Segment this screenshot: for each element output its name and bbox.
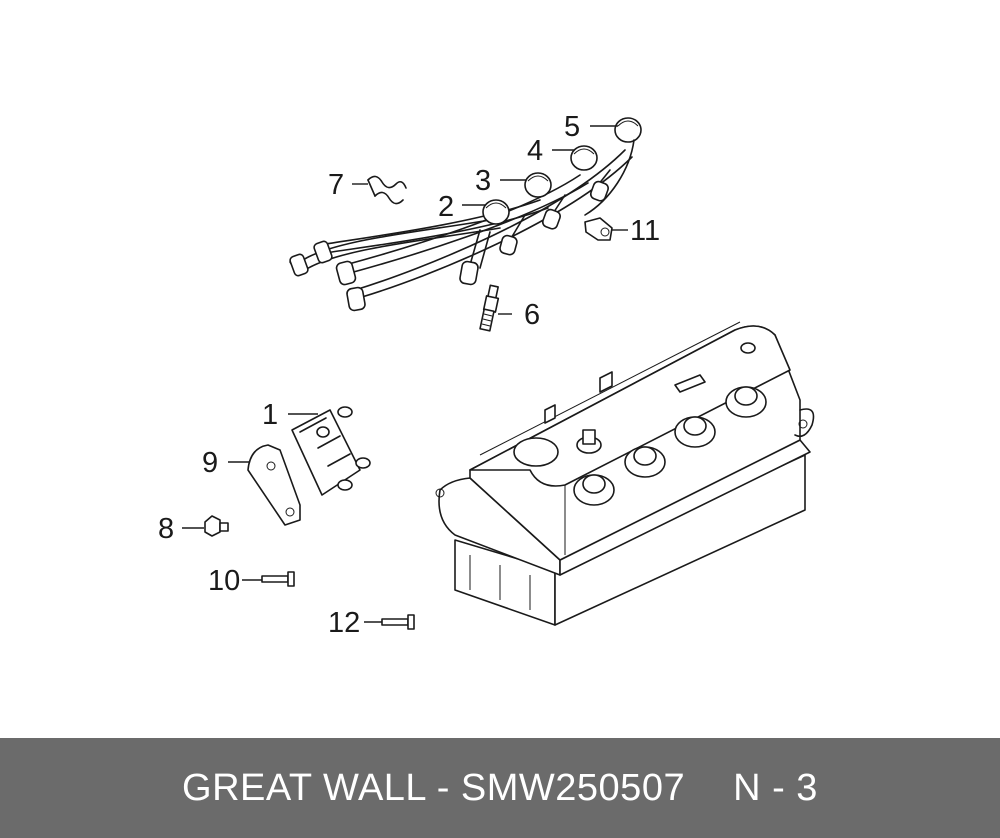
page-code-label: N - 3 <box>733 766 818 809</box>
parts-diagram: 5 4 3 2 7 11 6 1 9 8 10 12 <box>158 111 815 639</box>
leader-lines <box>182 125 628 623</box>
callout-10: 10 <box>208 565 240 597</box>
coil-bracket <box>247 444 301 526</box>
callout-12: 12 <box>328 607 360 639</box>
callout-8: 8 <box>158 513 174 545</box>
callout-9: 9 <box>202 447 218 479</box>
callout-5: 5 <box>564 111 580 143</box>
callout-7: 7 <box>328 169 344 201</box>
callout-11: 11 <box>630 215 660 247</box>
cylinder-head-cover <box>435 321 815 626</box>
callout-6: 6 <box>524 299 540 331</box>
callout-1: 1 <box>262 399 278 431</box>
ignition-coil <box>291 406 371 496</box>
ignition-wire-set <box>289 117 642 312</box>
footer-bar: GREAT WALL - SMW250507 N - 3 <box>0 738 1000 838</box>
callout-4: 4 <box>527 135 543 167</box>
callout-2: 2 <box>438 191 454 223</box>
wire-clamp <box>584 217 613 241</box>
part-number-label: GREAT WALL - SMW250507 <box>182 766 686 809</box>
flange-bolt <box>204 515 229 537</box>
bolt-12 <box>381 614 415 630</box>
callout-3: 3 <box>475 165 491 197</box>
wire-clip <box>367 175 407 205</box>
spark-plug <box>479 284 500 332</box>
bolt-10 <box>261 571 295 587</box>
